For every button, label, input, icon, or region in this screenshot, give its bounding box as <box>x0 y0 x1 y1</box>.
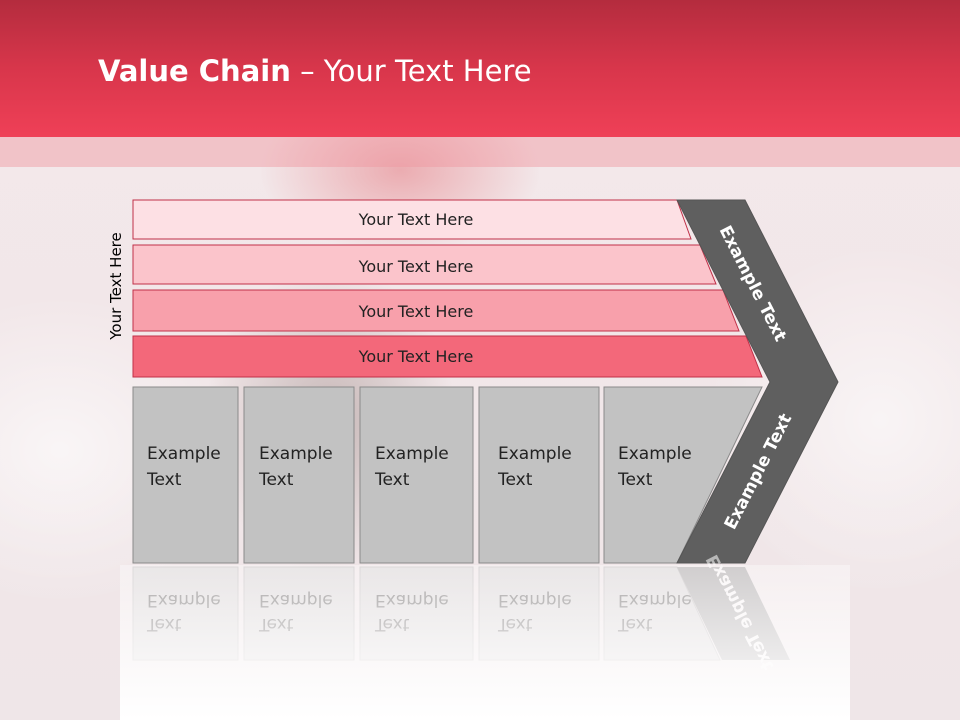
bar-2 <box>132 244 717 285</box>
reflection-fade <box>120 565 850 720</box>
cell-4-line2: Text <box>497 470 533 490</box>
bar-1 <box>132 199 692 240</box>
cell-1 <box>132 386 239 564</box>
cell-1-line2: Text <box>146 470 182 490</box>
cell-4-line1: Example <box>498 444 572 464</box>
cell-2-line1: Example <box>259 444 333 464</box>
header-bar <box>0 0 960 137</box>
bar-2-label: Your Text Here <box>358 257 474 276</box>
bar-3-label: Your Text Here <box>358 302 474 321</box>
cell-2-line2: Text <box>258 470 294 490</box>
bar-4 <box>132 335 763 378</box>
title-bold: Value Chain <box>98 54 291 88</box>
bar-1-label: Your Text Here <box>358 210 474 229</box>
header-band <box>0 137 960 167</box>
cell-1-line1: Example <box>147 444 221 464</box>
title-rest: – Your Text Here <box>290 54 532 88</box>
page-title: Value Chain – Your Text Here <box>98 54 532 88</box>
cell-3-line2: Text <box>374 470 410 490</box>
bar-3 <box>132 289 740 332</box>
chevron-arrow <box>676 199 839 564</box>
bar-4-label: Your Text Here <box>358 347 474 366</box>
cell-3-line1: Example <box>375 444 449 464</box>
cell-3 <box>359 386 474 564</box>
cell-5-line2: Text <box>617 470 653 490</box>
cell-5-line1: Example <box>618 444 692 464</box>
cell-4 <box>478 386 600 564</box>
cell-2 <box>243 386 355 564</box>
